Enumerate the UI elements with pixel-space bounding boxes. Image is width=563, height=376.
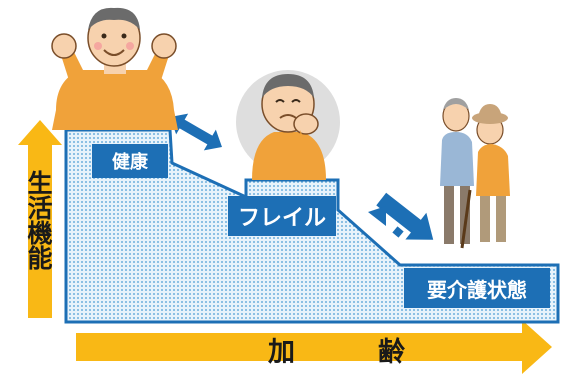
x-axis-arrow (76, 320, 552, 374)
healthy-man-illustration (51, 7, 178, 130)
y-axis-arrow (18, 120, 62, 318)
stage-frailty-label: フレイル (228, 196, 336, 236)
stage-healthy-label: 健康 (92, 144, 168, 178)
reversible-double-arrow (170, 113, 222, 151)
frail-man-illustration (236, 70, 340, 180)
stage-care-needed-label: 要介護状態 (404, 268, 550, 308)
x-axis-label: 加 齢 (268, 337, 433, 368)
y-axis-label: 生活機能 (24, 170, 53, 270)
decline-arrow (368, 192, 434, 240)
elderly-couple-illustration (440, 98, 510, 249)
